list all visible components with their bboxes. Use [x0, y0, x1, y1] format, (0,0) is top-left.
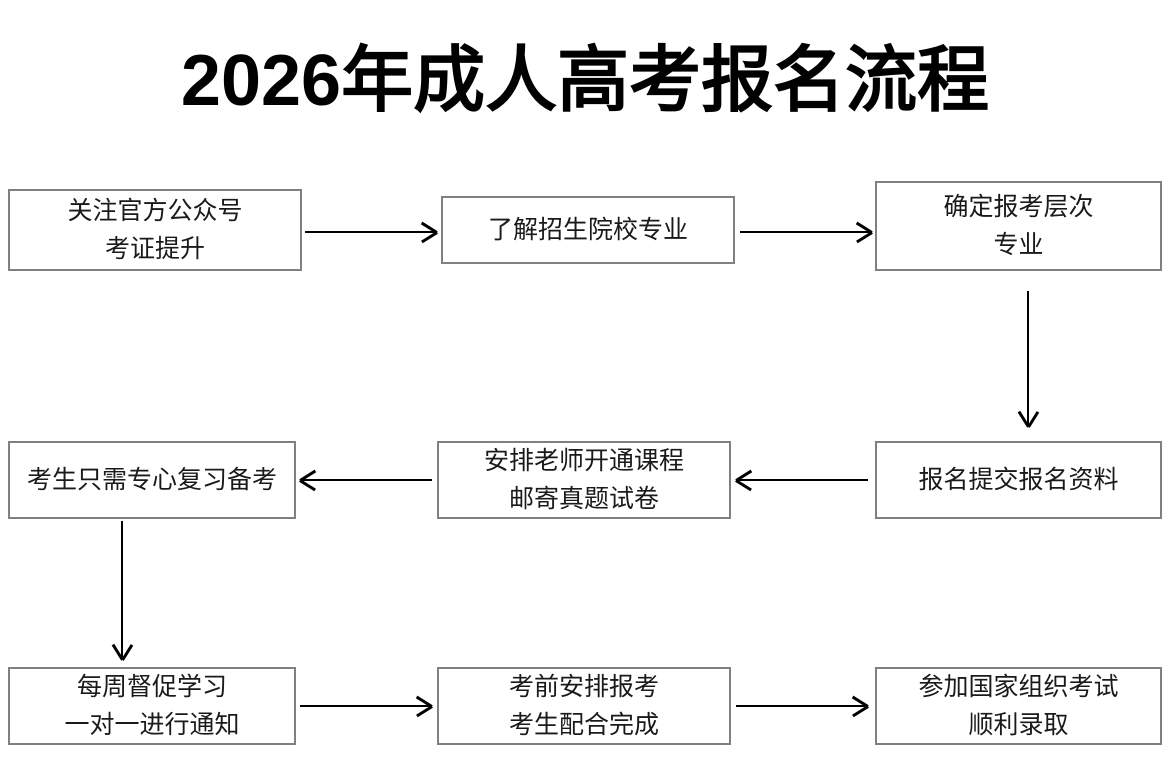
edge-shaft [1027, 291, 1029, 427]
page-title: 2026年成人高考报名流程 [180, 41, 990, 121]
flow-node-n5[interactable]: 安排老师开通课程 邮寄真题试卷 [437, 441, 731, 519]
flow-node-n3[interactable]: 确定报考层次 专业 [875, 181, 1162, 271]
flow-node-n4-line-1: 考生只需专心复习备考 [26, 466, 277, 494]
flow-node-n7-line-1: 每周督促学习 [76, 673, 227, 701]
edge-shaft [736, 479, 868, 481]
edge-shaft [736, 705, 868, 707]
flow-node-n4[interactable]: 考生只需专心复习备考 [8, 441, 296, 519]
flow-node-n6[interactable]: 报名提交报名资料 [875, 441, 1162, 519]
edge-shaft [305, 231, 437, 233]
flow-edge-n3-n6 [1017, 291, 1039, 428]
flow-edge-n2-n3 [740, 221, 873, 243]
flow-node-n9[interactable]: 参加国家组织考试 顺利录取 [875, 667, 1162, 745]
edge-shaft [740, 231, 872, 233]
flow-node-n7-line-2: 一对一进行通知 [64, 711, 240, 739]
flow-node-n3-line-1: 确定报考层次 [943, 193, 1094, 221]
flow-node-n6-line-1: 报名提交报名资料 [918, 466, 1119, 494]
flow-node-n7[interactable]: 每周督促学习 一对一进行通知 [8, 667, 296, 745]
flow-node-n5-line-1: 安排老师开通课程 [483, 447, 684, 475]
flow-node-n8-line-1: 考前安排报考 [508, 673, 659, 701]
flow-node-n2[interactable]: 了解招生院校专业 [441, 196, 735, 264]
flow-edge-n6-n5 [735, 469, 868, 491]
flow-edge-n1-n2 [305, 221, 438, 243]
flow-node-n9-line-2: 顺利录取 [968, 711, 1069, 739]
flow-node-n1-line-2: 考证提升 [104, 235, 205, 263]
flow-node-n1[interactable]: 关注官方公众号 考证提升 [8, 189, 302, 271]
flow-node-n2-line-1: 了解招生院校专业 [487, 216, 688, 244]
flow-node-n1-line-1: 关注官方公众号 [67, 197, 243, 225]
edge-shaft [121, 521, 123, 660]
edge-shaft [300, 479, 432, 481]
flow-node-n5-line-2: 邮寄真题试卷 [508, 485, 659, 513]
flow-edge-n4-n7 [111, 521, 133, 661]
flow-node-n8[interactable]: 考前安排报考 考生配合完成 [437, 667, 731, 745]
flow-edge-n7-n8 [300, 695, 433, 717]
flow-node-n8-line-2: 考生配合完成 [508, 711, 659, 739]
flow-edge-n5-n4 [299, 469, 432, 491]
flow-node-n3-line-2: 专业 [993, 231, 1044, 259]
flow-edge-n8-n9 [736, 695, 869, 717]
edge-shaft [300, 705, 432, 707]
flow-node-n9-line-1: 参加国家组织考试 [918, 673, 1119, 701]
